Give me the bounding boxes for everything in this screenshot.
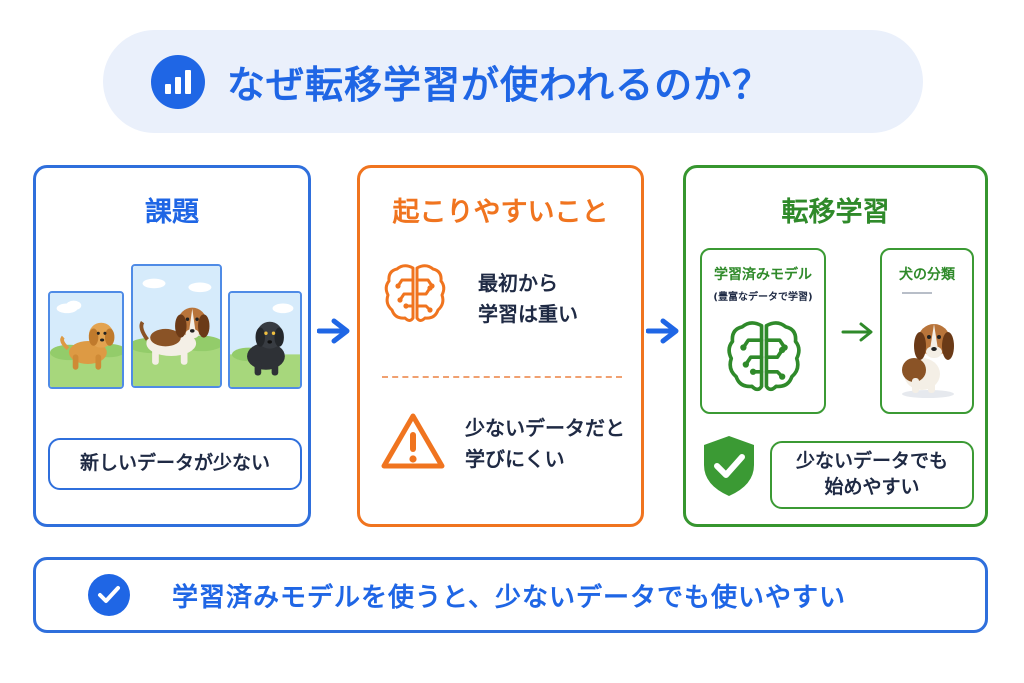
transfer-result-label: 少ないデータでも 始めやすい [770,441,974,509]
issue-few-data: 少ないデータだと 学びにくい [465,416,625,471]
dog-image-golden [48,291,124,389]
transfer-panel: 転移学習 学習済みモデル (豊富なデータで学習) [683,165,988,527]
brain-icon [727,321,801,392]
arrow-right-icon [841,322,873,342]
page-title: なぜ転移学習が使われるのか？ [227,63,772,107]
arrow-right-icon [317,318,350,344]
bar-chart-icon [151,54,205,109]
dog-image-black [228,291,302,389]
pretrained-model-title: 学習済みモデル [714,267,812,283]
dog-classification-title: 犬の分類 [899,267,955,283]
summary-text: 学習済みモデルを使うと、少ないデータでも使いやすい [172,582,846,613]
dog-classification-box: 犬の分類 [880,248,974,414]
issues-panel: 起こりやすいこと 最初から 学習は重い [357,165,644,527]
pretrained-model-box: 学習済みモデル (豊富なデータで学習) [700,248,826,414]
transfer-panel-title: 転移学習 [781,197,890,228]
dog-image-beagle [131,264,222,388]
title-banner: なぜ転移学習が使われるのか？ [103,30,923,133]
warning-icon [381,413,445,469]
problem-panel-title: 課題 [145,197,199,228]
check-circle-icon [88,574,130,616]
beagle-illustration [902,324,954,398]
title-underline [902,292,932,294]
shield-check-icon [704,436,754,496]
divider [382,376,622,378]
issues-panel-title: 起こりやすいこと [392,197,609,228]
pretrained-model-subtitle: (豊富なデータで学習) [713,292,813,303]
problem-panel: 課題 [33,165,311,527]
brain-icon [384,264,446,322]
issue-heavy-training: 最初から 学習は重い [478,271,578,326]
problem-label: 新しいデータが少ない [48,438,302,490]
summary-banner: 学習済みモデルを使うと、少ないデータでも使いやすい [33,557,988,633]
arrow-right-icon [646,318,679,344]
